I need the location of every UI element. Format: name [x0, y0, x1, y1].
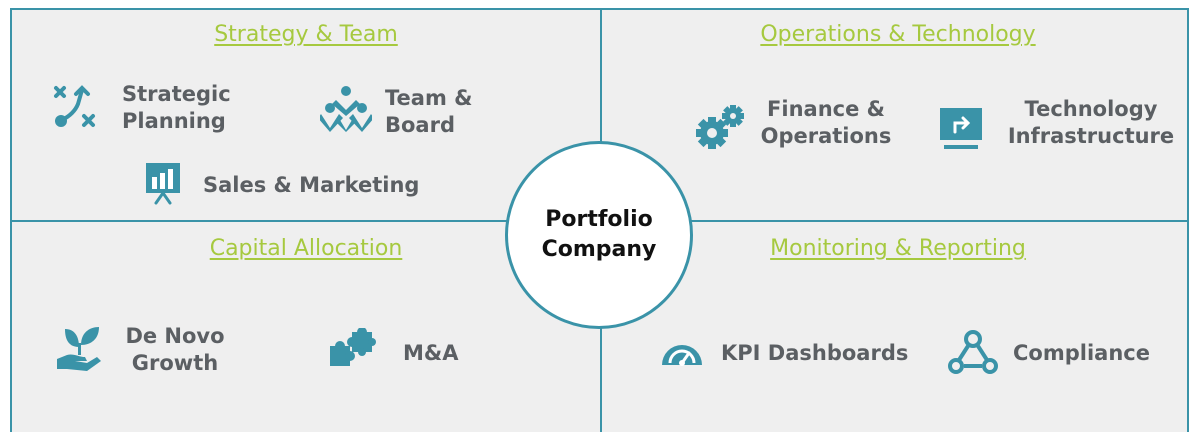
speedometer-icon: [662, 345, 702, 366]
item-label: Compliance: [1013, 341, 1150, 365]
item-label: Sales & Marketing: [203, 173, 420, 197]
quadrant-operations-technology: [601, 8, 1189, 221]
item-label: Technology Infrastructure: [1007, 97, 1175, 148]
item-label: Team & Board: [385, 86, 473, 137]
network-nodes-icon: [948, 330, 998, 374]
puzzle-pieces-icon: [330, 328, 376, 366]
item-technology-infrastructure: Technology Infrastructure: [1003, 96, 1179, 150]
strategy-arrows-icon: [54, 85, 95, 127]
title-operations-technology: Operations & Technology: [760, 22, 1036, 47]
item-finance-operations: Finance & Operations: [760, 96, 892, 150]
title-monitoring-reporting: Monitoring & Reporting: [770, 236, 1026, 261]
item-kpi-dashboards: KPI Dashboards: [721, 340, 908, 367]
item-team-board: Team & Board: [385, 85, 472, 139]
item-strategic-planning: Strategic Planning: [122, 81, 231, 135]
monitor-arrow-icon: [940, 108, 982, 149]
item-compliance: Compliance: [1013, 340, 1150, 367]
item-label: Finance & Operations: [760, 97, 892, 148]
title-strategy-team: Strategy & Team: [214, 22, 398, 47]
presentation-chart-icon: [146, 163, 180, 205]
item-sales-marketing: Sales & Marketing: [203, 172, 419, 199]
quadrant-monitoring-reporting: [601, 221, 1189, 432]
item-label: Strategic Planning: [122, 82, 231, 133]
title-capital-allocation: Capital Allocation: [209, 236, 403, 261]
hand-sprout-icon: [57, 327, 101, 371]
item-label: De Novo Growth: [125, 324, 225, 375]
quadrant-strategy-team: [10, 8, 601, 221]
center-label: Portfolio Company: [541, 207, 657, 262]
item-de-novo-growth: De Novo Growth: [122, 323, 228, 377]
item-m-and-a: M&A: [403, 340, 458, 367]
gears-icon: [696, 105, 744, 149]
item-label: KPI Dashboards: [721, 341, 909, 365]
center-circle: Portfolio Company: [505, 141, 693, 329]
item-label: M&A: [403, 341, 459, 365]
quadrant-capital-allocation: [10, 221, 601, 432]
team-people-icon: [320, 86, 372, 132]
